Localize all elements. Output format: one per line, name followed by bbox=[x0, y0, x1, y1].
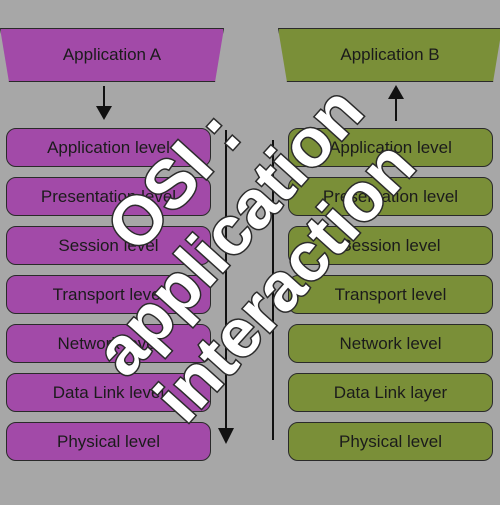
layer-label: Data Link level bbox=[52, 382, 165, 402]
layer-label: Transport level bbox=[52, 284, 165, 304]
layer-b-datalink: Data Link layer bbox=[288, 373, 493, 412]
application-a-header: Application A bbox=[0, 28, 224, 82]
layer-label: Data Link layer bbox=[333, 382, 448, 402]
arrow-down-a-icon bbox=[96, 106, 112, 120]
layer-b-presentation: Presentation level bbox=[288, 177, 493, 216]
layer-b-session: Session level bbox=[288, 226, 493, 265]
layer-a-application: Application level bbox=[6, 128, 211, 167]
arrow-up-b-icon bbox=[388, 85, 404, 99]
stack-a: Application level Presentation level Ses… bbox=[6, 128, 211, 471]
layer-b-network: Network level bbox=[288, 324, 493, 363]
layer-a-transport: Transport level bbox=[6, 275, 211, 314]
layer-label: Presentation level bbox=[40, 186, 177, 206]
layer-label: Session level bbox=[340, 235, 441, 255]
application-b-header: Application B bbox=[278, 28, 500, 82]
arrow-down-a-line bbox=[103, 86, 105, 110]
layer-label: Presentation level bbox=[322, 186, 459, 206]
arrow-up-b-line bbox=[395, 97, 397, 121]
layer-label: Physical level bbox=[57, 431, 160, 451]
layer-a-datalink: Data Link level bbox=[6, 373, 211, 412]
layer-label: Application level bbox=[47, 137, 170, 157]
application-a-label: Application A bbox=[62, 45, 162, 64]
layer-label: Application level bbox=[329, 137, 452, 157]
stack-divider bbox=[272, 140, 274, 440]
layer-label: Network level bbox=[57, 333, 160, 353]
long-arrow-down-icon bbox=[218, 428, 234, 444]
layer-label: Physical level bbox=[339, 431, 442, 451]
layer-label: Transport level bbox=[334, 284, 447, 304]
stack-b: Application level Presentation level Ses… bbox=[288, 128, 493, 471]
layer-label: Network level bbox=[339, 333, 442, 353]
layer-a-physical: Physical level bbox=[6, 422, 211, 461]
long-arrow-down-line bbox=[225, 130, 227, 432]
layer-b-physical: Physical level bbox=[288, 422, 493, 461]
layer-b-transport: Transport level bbox=[288, 275, 493, 314]
layer-label: Session level bbox=[58, 235, 159, 255]
layer-a-network: Network level bbox=[6, 324, 211, 363]
application-b-label: Application B bbox=[340, 45, 440, 64]
layer-b-application: Application level bbox=[288, 128, 493, 167]
layer-a-presentation: Presentation level bbox=[6, 177, 211, 216]
layer-a-session: Session level bbox=[6, 226, 211, 265]
